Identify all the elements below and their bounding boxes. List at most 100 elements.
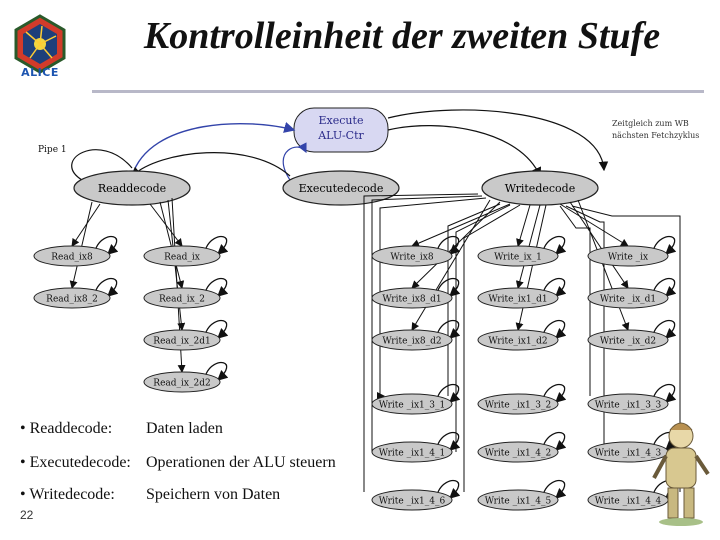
state-ellipse <box>371 489 453 511</box>
arrow-execute-to-write <box>387 125 542 178</box>
state-ellipse <box>33 245 111 267</box>
self-loop-arrow <box>205 277 229 297</box>
self-loop-arrow <box>543 479 567 499</box>
self-loop-arrow <box>543 235 567 255</box>
self-loop-arrow <box>543 383 567 403</box>
self-loop-arrow <box>437 235 461 255</box>
write-state-6: Write_ix8_d2 <box>371 319 461 351</box>
state-readdecode: Readdecode <box>98 182 166 195</box>
state-label: Read_ix8_2 <box>46 295 98 305</box>
bullet-readdecode-term: • Readdecode: <box>20 420 113 437</box>
state-label: Write _ix <box>608 253 648 263</box>
slide-title: Kontrolleinheit der zweiten Stufe <box>143 15 661 57</box>
state-ellipse <box>371 245 453 267</box>
self-loop-arrow <box>437 431 461 451</box>
self-loop-arrow <box>205 361 229 381</box>
state-label: Read_ix_2d2 <box>153 379 210 389</box>
logo-text: ALICE <box>21 66 59 79</box>
state-ellipse <box>477 287 559 309</box>
note-line-2: nächsten Fetchzyklus <box>612 131 699 140</box>
self-loop-arrow <box>95 235 119 255</box>
read-state-4: Read_ix_2d1 <box>143 319 229 351</box>
state-writedecode: Writedecode <box>505 182 575 195</box>
self-loop-arrow <box>543 319 567 339</box>
self-loop-arrow <box>95 277 119 297</box>
state-label: Write _ix1_3_2 <box>485 401 551 411</box>
state-ellipse <box>143 329 221 351</box>
state-ellipse <box>477 329 559 351</box>
write-state-15: Write _ix1_4_6 <box>371 479 461 511</box>
state-label: Write _ix_d1 <box>600 295 656 305</box>
state-label: Write_ix8 <box>390 253 433 263</box>
state-label: Write _ix1_4_1 <box>379 449 445 459</box>
state-ellipse <box>371 441 453 463</box>
self-loop-arrow <box>543 277 567 297</box>
state-label: Write_ix1_d1 <box>488 295 547 305</box>
execute-label-1: Execute <box>319 114 364 127</box>
state-ellipse <box>33 287 111 309</box>
state-ellipse <box>143 287 221 309</box>
state-label: Write _ix1_3_3 <box>595 401 662 411</box>
pipe-label: Pipe 1 <box>38 145 67 155</box>
state-ellipse <box>371 393 453 415</box>
self-loop-arrow <box>437 479 461 499</box>
state-label: Write _ix1_3_1 <box>379 401 445 411</box>
state-label: Write_ix1_d2 <box>488 337 547 347</box>
bullet-writedecode-term: • Writedecode: <box>20 486 115 503</box>
state-label: Write _ix1_4_6 <box>379 497 446 507</box>
state-label: Write _ix1_4_5 <box>485 497 552 507</box>
write-state-10: Write _ix1_3_2 <box>477 383 567 415</box>
page-number: 22 <box>20 508 34 522</box>
self-loop-arrow <box>653 235 677 255</box>
self-loop-arrow <box>437 383 461 403</box>
state-label: Read_ix8 <box>51 253 93 263</box>
read-state-0: Read_ix8 <box>33 235 119 267</box>
write-state-11: Write _ix1_3_3 <box>587 383 677 415</box>
write-state-4: Write_ix1_d1 <box>477 277 567 309</box>
read-state-2: Read_ix8_2 <box>33 277 119 309</box>
state-ellipse <box>477 393 559 415</box>
alice-logo <box>14 14 66 74</box>
bullet-executedecode-term: • Executedecode: <box>20 454 131 471</box>
read-state-1: Read_ix <box>143 235 229 267</box>
write-state-2: Write _ix <box>587 235 677 267</box>
arrow-exec-to-read <box>131 152 291 177</box>
self-loop-arrow <box>653 383 677 403</box>
state-ellipse <box>143 371 221 393</box>
bullet-readdecode-desc: Daten laden <box>146 420 223 437</box>
self-loop-arrow <box>653 277 677 297</box>
arrow-read-to-execute <box>131 122 296 177</box>
write-state-8: Write _ix_d2 <box>587 319 677 351</box>
state-ellipse <box>587 245 669 267</box>
write-state-13: Write _ix1_4_2 <box>477 431 567 463</box>
state-ellipse <box>587 329 669 351</box>
state-label: Write _ix1_4_3 <box>595 449 662 459</box>
write-state-7: Write_ix1_d2 <box>477 319 567 351</box>
self-loop-arrow <box>205 319 229 339</box>
read-state-3: Read_ix_2 <box>143 277 229 309</box>
write-state-9: Write _ix1_3_1 <box>371 383 461 415</box>
state-label: Read_ix_2 <box>159 295 205 305</box>
state-label: Write_ix8_d1 <box>382 295 441 305</box>
state-ellipse <box>371 287 453 309</box>
arrow-pipe <box>71 149 133 181</box>
write-state-16: Write _ix1_4_5 <box>477 479 567 511</box>
self-loop-arrow <box>437 277 461 297</box>
write-state-5: Write _ix_d1 <box>587 277 677 309</box>
state-executedecode: Executedecode <box>299 182 384 195</box>
character-illustration <box>652 422 710 526</box>
arrow-write-return <box>387 109 609 172</box>
bullet-writedecode-desc: Speichern von Daten <box>146 486 281 503</box>
note-line-1: Zeitgleich zum WB <box>612 119 689 128</box>
self-loop-arrow <box>543 431 567 451</box>
state-label: Write _ix1_4_4 <box>595 497 662 507</box>
state-label: Write _ix1_4_2 <box>485 449 551 459</box>
state-ellipse <box>477 441 559 463</box>
state-ellipse <box>477 245 559 267</box>
self-loop-arrow <box>437 319 461 339</box>
state-label: Read_ix_2d1 <box>153 337 210 347</box>
self-loop-arrow <box>205 235 229 255</box>
